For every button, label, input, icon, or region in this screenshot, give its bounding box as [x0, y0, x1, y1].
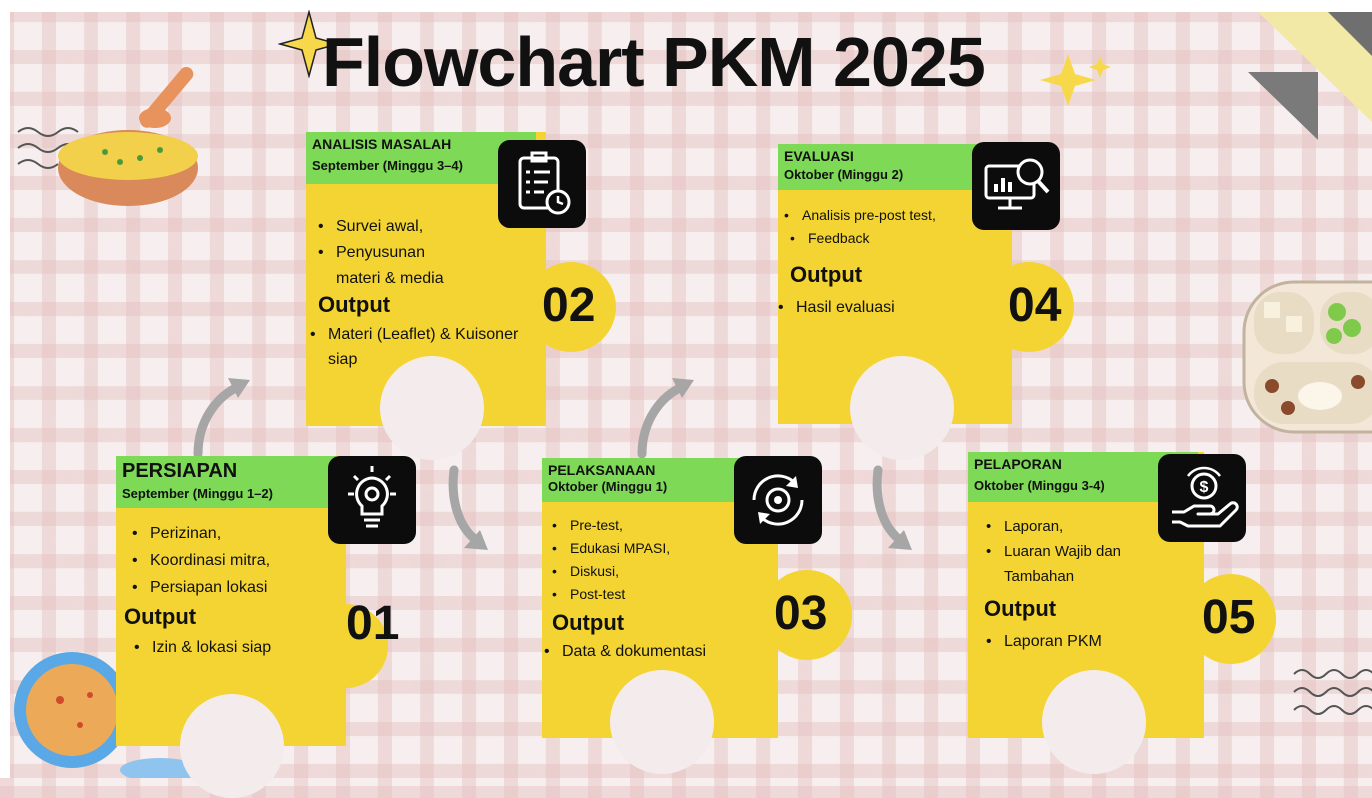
list-item: Laporan,: [986, 514, 1121, 539]
list-item-continuation: materi & media: [336, 270, 444, 287]
list-item: materi & media: [318, 266, 444, 292]
list-item: Pre-test,: [552, 514, 670, 537]
list-item: Izin & lokasi siap: [134, 636, 271, 660]
step-card-01: PERSIAPAN September (Minggu 1–2) Perizin…: [116, 456, 446, 798]
list-item: Hasil evaluasi: [778, 296, 895, 320]
step-title: PERSIAPAN: [122, 460, 238, 482]
checklist-clock-icon: [498, 140, 586, 228]
list-item: Data & dokumentasi: [544, 640, 706, 664]
step-items: Analisis pre-post test, Feedback: [784, 204, 936, 250]
step-card-04: EVALUASI Oktober (Minggu 2) Analisis pre…: [778, 142, 1078, 460]
output-label: Output: [124, 604, 197, 629]
step-date: Oktober (Minggu 2): [784, 167, 904, 182]
step-items: Pre-test, Edukasi MPASI, Diskusi, Post-t…: [552, 514, 670, 606]
list-item: Koordinasi mitra,: [132, 547, 270, 574]
step-title: EVALUASI: [784, 148, 854, 164]
monitor-analysis-icon: [972, 142, 1060, 230]
list-item: Diskusi,: [552, 560, 670, 583]
output-label: Output: [790, 262, 863, 287]
flow-arrow-2-3: [448, 465, 488, 550]
list-item: Penyusunan: [318, 240, 444, 266]
list-item: Feedback: [790, 227, 936, 250]
list-item: Survei awal,: [318, 214, 444, 240]
flow-arrow-1-2: [193, 378, 250, 459]
soup-bowl-illustration: [14, 652, 200, 778]
list-item: Edukasi MPASI,: [552, 537, 670, 560]
step-number: 05: [1202, 591, 1256, 644]
list-item: Tambahan: [986, 564, 1121, 589]
step-number: 04: [1008, 279, 1062, 332]
page-title: Flowchart PKM 2025: [322, 23, 986, 101]
list-item-continuation: siap: [328, 351, 358, 368]
porridge-bowl-illustration: [17, 67, 198, 206]
step-title: ANALISIS MASALAH: [312, 136, 452, 152]
corner-triangles-decoration: [1248, 12, 1372, 140]
list-item: Post-test: [552, 583, 670, 606]
flow-arrow-4-5: [872, 465, 912, 550]
money-hand-icon: $: [1158, 454, 1246, 542]
output-items: Hasil evaluasi: [778, 296, 895, 320]
output-items: Data & dokumentasi: [544, 640, 706, 664]
step-items: Laporan, Luaran Wajib dan Tambahan: [986, 514, 1121, 589]
step-items: Survei awal, Penyusunan materi & media: [318, 214, 444, 292]
step-card-02: ANALISIS MASALAH September (Minggu 3–4) …: [306, 132, 616, 460]
sparkle-icon: [1040, 54, 1111, 106]
output-items: Laporan PKM: [986, 630, 1102, 654]
step-number: 02: [542, 279, 596, 332]
step-number: 01: [346, 597, 400, 650]
food-tray-illustration: [1242, 280, 1372, 434]
gear-cycle-icon: [734, 456, 822, 544]
output-label: Output: [318, 292, 391, 317]
output-label: Output: [552, 610, 625, 635]
output-items: Materi (Leaflet) & Kuisoner siap: [310, 322, 518, 372]
flow-arrow-3-4: [637, 378, 694, 459]
list-item: Analisis pre-post test,: [784, 204, 936, 227]
output-items: Izin & lokasi siap: [134, 636, 271, 660]
step-date: September (Minggu 1–2): [122, 486, 273, 501]
list-item: Luaran Wajib dan: [986, 539, 1121, 564]
step-date: Oktober (Minggu 3-4): [974, 478, 1105, 493]
list-item: Laporan PKM: [986, 630, 1102, 654]
step-date: Oktober (Minggu 1): [548, 479, 668, 494]
svg-text:$: $: [1200, 479, 1209, 496]
step-items: Perizinan, Koordinasi mitra, Persiapan l…: [132, 520, 270, 601]
list-item: Materi (Leaflet) & Kuisoner: [310, 322, 518, 347]
step-title: PELAKSANAAN: [548, 462, 656, 478]
step-number: 03: [774, 587, 828, 640]
wavy-lines-decoration: [1293, 669, 1372, 715]
list-item: Perizinan,: [132, 520, 270, 547]
step-card-03: PELAKSANAAN Oktober (Minggu 1) Pre-test,…: [542, 456, 854, 774]
list-item-continuation: Tambahan: [1004, 568, 1075, 585]
step-card-05: PELAPORAN Oktober (Minggu 3-4) $ Laporan…: [968, 452, 1280, 774]
step-date: September (Minggu 3–4): [312, 158, 463, 173]
lightbulb-gear-icon: [328, 456, 416, 544]
list-item: Persiapan lokasi: [132, 574, 270, 601]
sparkle-icon: [278, 10, 340, 78]
output-label: Output: [984, 596, 1057, 621]
step-title: PELAPORAN: [974, 456, 1062, 472]
